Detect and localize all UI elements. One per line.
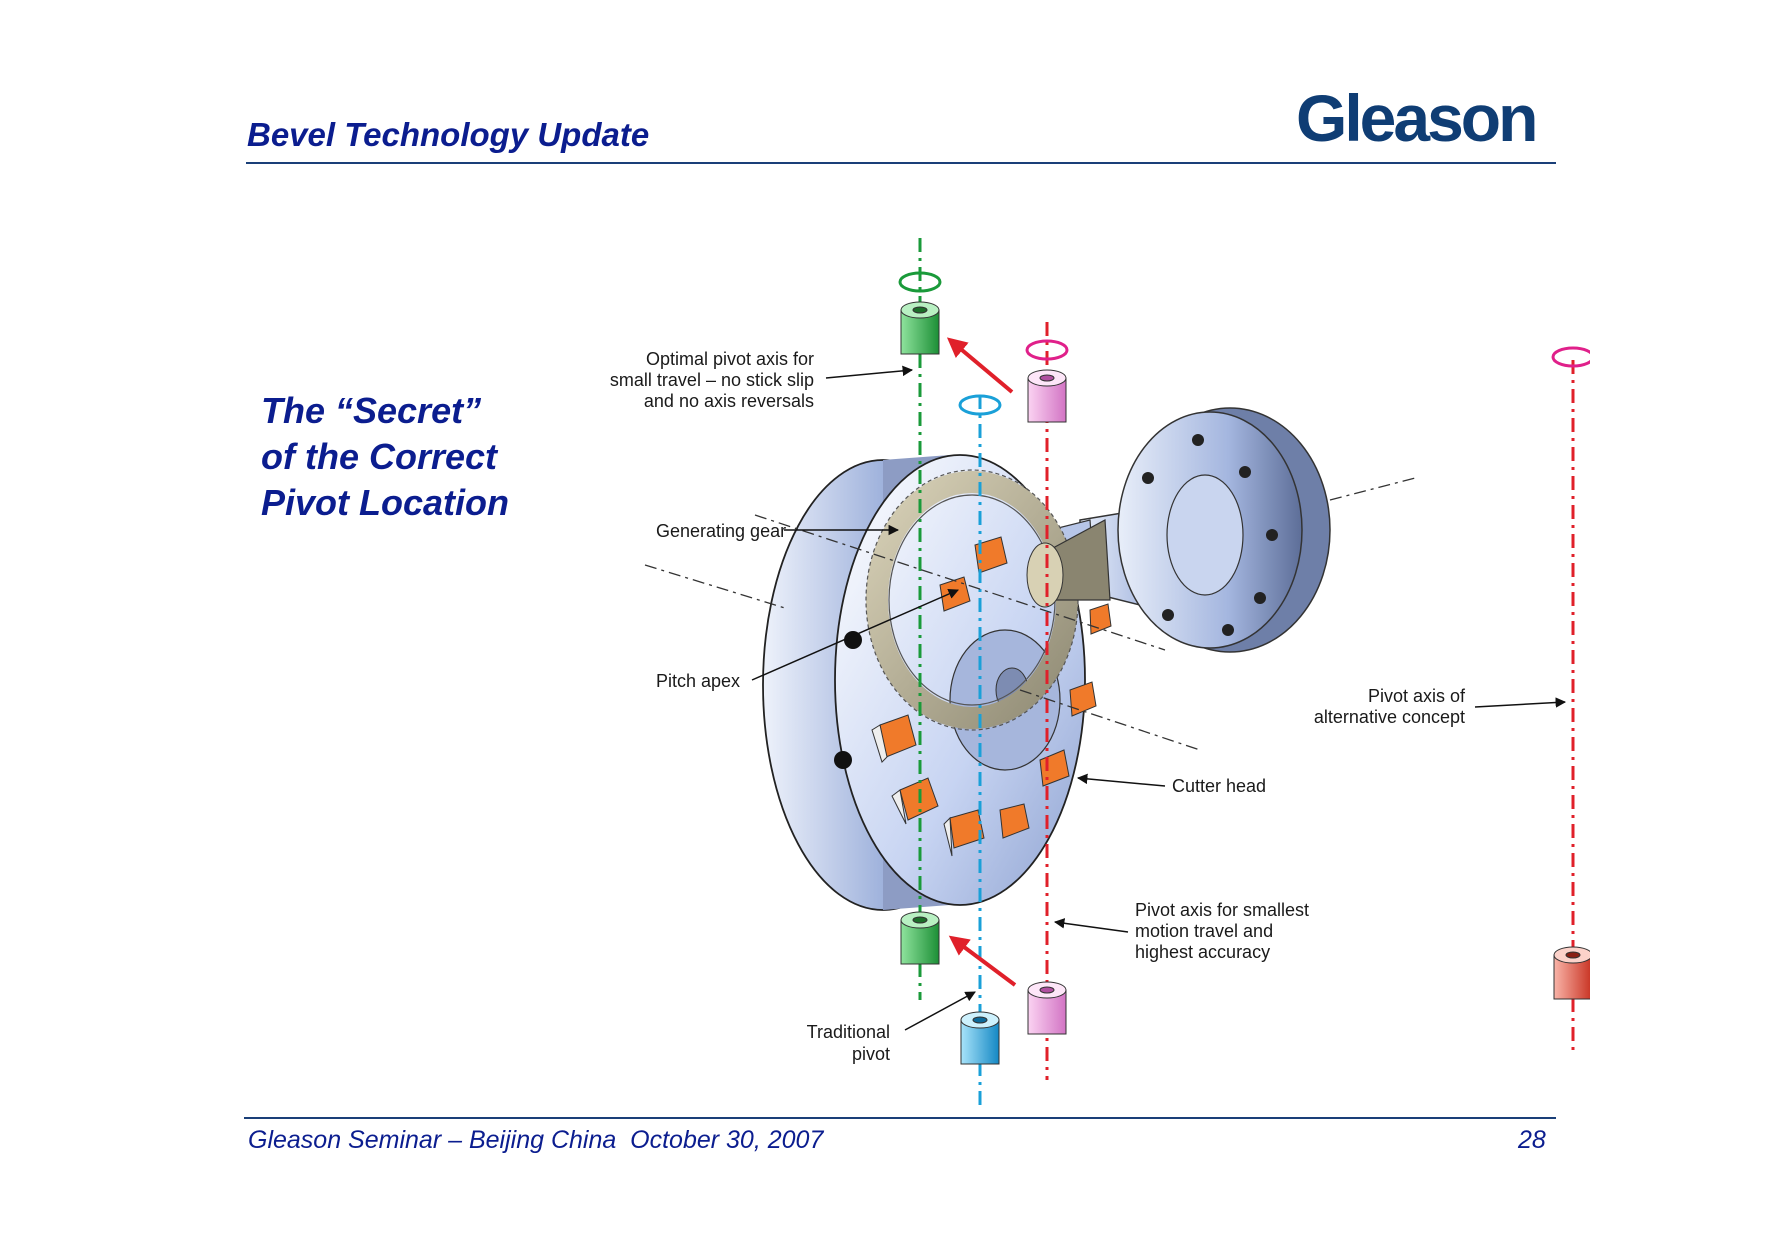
page-number: 28 xyxy=(1518,1126,1546,1154)
axis-lines xyxy=(918,238,1575,1110)
label-alternative-2: alternative concept xyxy=(1314,707,1465,727)
label-traditional-2: pivot xyxy=(852,1044,890,1064)
label-pitch-apex: Pitch apex xyxy=(656,671,740,691)
label-pivot-smallest-2: motion travel and xyxy=(1135,921,1273,941)
label-cutter-head: Cutter head xyxy=(1172,776,1266,796)
footer-seminar-text: Gleason Seminar – Beijing China October … xyxy=(248,1126,824,1154)
label-alternative-1: Pivot axis of xyxy=(1368,686,1466,706)
label-pivot-smallest-3: highest accuracy xyxy=(1135,942,1270,962)
label-generating-gear: Generating gear xyxy=(656,521,786,541)
label-optimal-pivot-1: Optimal pivot axis for xyxy=(646,349,814,369)
footer-rule xyxy=(244,1117,1556,1119)
rotation-symbols xyxy=(898,271,1590,416)
heading-line-1: The “Secret” xyxy=(261,390,482,431)
heading-line-2: of the Correct xyxy=(261,436,498,477)
pivot-diagram: Optimal pivot axis for small travel – no… xyxy=(610,238,1590,1110)
label-traditional-1: Traditional xyxy=(807,1022,890,1042)
label-optimal-pivot-2: small travel – no stick slip xyxy=(610,370,814,390)
leader-lines xyxy=(751,365,1567,1031)
pivot-cylinders xyxy=(900,301,1590,1065)
gleason-logo: Gleason xyxy=(1296,81,1538,155)
label-pivot-smallest-1: Pivot axis for smallest xyxy=(1135,900,1309,920)
slide-title: Bevel Technology Update xyxy=(247,116,650,153)
heading-line-3: Pivot Location xyxy=(261,482,510,523)
diagram-labels: Optimal pivot axis for small travel – no… xyxy=(610,349,1466,1064)
center-lines xyxy=(644,477,1416,751)
pinion-gear xyxy=(1026,519,1111,608)
header-rule xyxy=(246,162,1556,164)
main-heading: The “Secret” of the Correct Pivot Locati… xyxy=(261,388,509,526)
red-arrows xyxy=(946,337,1017,987)
label-optimal-pivot-3: and no axis reversals xyxy=(644,391,814,411)
